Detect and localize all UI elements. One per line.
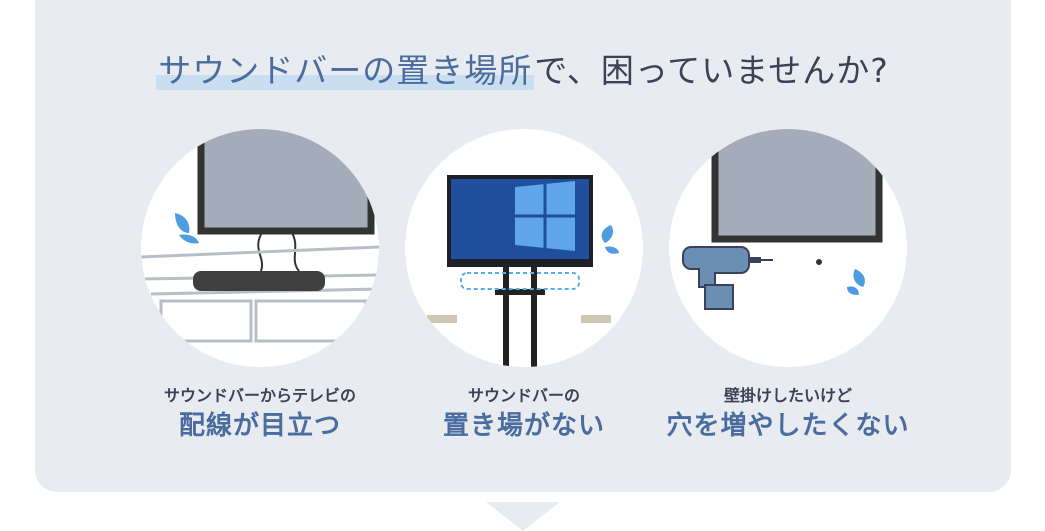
caption-big-1: 配線が目立つ [178, 411, 341, 441]
caption-big-2: 置き場がない [442, 411, 605, 441]
caption-small-1: サウンドバーからテレビの [163, 386, 356, 405]
sweat-drop-icon [175, 213, 199, 244]
caption-small-3: 壁掛けしたいけど [723, 386, 852, 405]
down-arrow-icon [486, 502, 560, 531]
caption-small-2: サウンドバーの [467, 386, 580, 405]
headline-rest: で、困っていませんか? [534, 51, 889, 90]
headline-accent: サウンドバーの置き場所 [156, 51, 535, 90]
drill-icon [682, 246, 773, 310]
sweat-drop-icon [847, 269, 865, 295]
illustration-wall-mount [669, 129, 907, 367]
illustration-stand [405, 129, 643, 367]
page-title: サウンドバーの置き場所で、困っていませんか? [0, 48, 1045, 94]
caption-big-3: 穴を増やしたくない [666, 411, 910, 441]
sweat-drop-icon [601, 225, 619, 254]
illustration-cables [141, 129, 379, 367]
